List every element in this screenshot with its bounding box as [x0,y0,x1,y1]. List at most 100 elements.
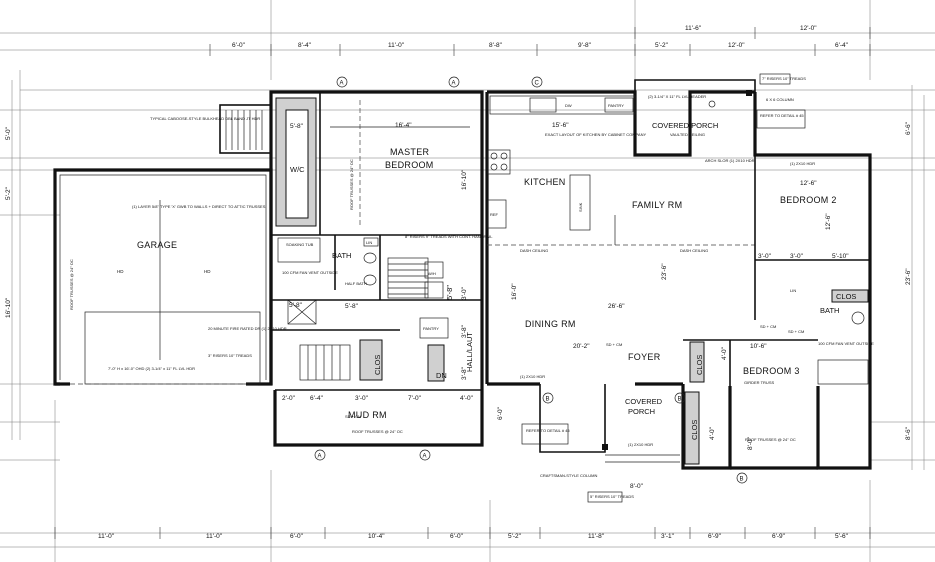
mud-dim-2: 6'-4" [310,395,324,402]
arch-hdr: ARCH SLOR (1) 2X10 HDR [705,158,755,163]
master-label-2: BEDROOM [385,160,434,170]
grid-tag-6: A [423,454,427,460]
kitchen-layout-note: EXACT LAYOUT OF KITCHEN BY CABINET COMPA… [545,132,646,137]
grid-tag-0: A [340,81,344,87]
fire-door-note: 20 MINUTE FIRE RATED DR (1) 2X10 HDR [208,326,287,331]
dim-top-upper-1: 12'-0" [800,25,817,32]
smoke-bed2: SD + CM [760,324,776,329]
risers-front: 5" RISERS 10" TREADS [590,494,634,499]
grid-tags: A A C B B A A B [314,76,748,484]
mud-room-area: 5'-8" MUD RM ROOF TRUSSES @ 24" OC SD + … [271,286,482,434]
half-bath-label: HALF BATH [345,281,367,286]
mud-dim-5: 4'-0" [460,395,474,402]
hall-dim-b3: 3'-0" [790,253,804,260]
porch-hdr: (2) 3-1/4" X 11" FL LVL HEADER [648,94,706,99]
dim-bottom-2: 6'-0" [290,533,304,540]
dim-bottom-0: 11'-0" [98,533,115,540]
dim-left-0: 5'-0" [5,126,12,140]
garage-door-note: 7'-0" H x 16'-0" OHD (2) 3-1/4" x 11" FL… [108,366,195,371]
side-dimensions: 5'-0" 5'-2" 16'-10" 6'-6" 23'-6" 8'-6" [5,121,912,440]
dining-foyer: DINING RM 20'-2" 16'-0" SD + CM FOYER (1… [497,283,661,420]
lin-label: LIN [366,240,372,245]
hall-dim-2: 3'-0" [461,286,468,300]
dim-bottom-5: 5'-2" [508,533,522,540]
pantry2-label: PANTRY [423,326,439,331]
covered-porch-top-label: COVERED PORCH [652,121,718,130]
mud-dim-3: 3'-0" [355,395,369,402]
dim-top-3: 8'-8" [489,42,503,49]
vaulted-note: VAULTED CEILING [670,132,705,137]
dim-top-upper-0: 11'-6" [685,25,702,32]
foyer-h: 6'-0" [497,406,504,420]
smoke-dining: SD + CM [606,342,622,347]
bedroom-2: BEDROOM 2 12'-6" 12'-6" (1) 2X10 HDR CLO… [754,155,874,385]
roof-trusses-mud: ROOF TRUSSES @ 24" OC [352,429,403,434]
dim-top-4: 9'-8" [578,42,592,49]
type-x-note: (1) LAYER 5/8" TYPE 'X' GWB TO WALLS + D… [132,204,266,209]
smoke-bed3: SD + CM [788,329,804,334]
clos-bed3b: CLOS [695,355,704,375]
master-h: 16'-10" [461,169,468,190]
bedroom3-label: BEDROOM 3 [743,366,800,376]
bath-gap-dim: 5'-8" [289,302,303,309]
dim-top-0: 6'-0" [232,42,246,49]
bath2-dim: 5'-10" [832,253,849,260]
clos-dim: 4'-0" [721,346,728,360]
wic-label: W/C [290,165,305,174]
mud-label: MUD RM [348,410,387,420]
bedroom2-label: BEDROOM 2 [780,195,837,205]
family-h: 23'-6" [661,263,668,280]
fan-vent-bath2: 100 CFM FAN VENT OUTSIDE [818,341,874,346]
hall-dim: 3'-8" [461,324,468,338]
risers-top: 7" RISERS 10" TREADS [762,76,806,81]
covered-porch-front: COVERED PORCH REFER TO DETAIL # 45 CRAFT… [521,397,680,503]
fan-vent-master: 100 CFM FAN VENT OUTSIDE [282,270,338,275]
dim-bottom-7: 3'-1" [661,533,675,540]
bed3-h: 8'-0" [747,436,754,450]
garage: GARAGE HD HD ROOF TRUSSES @ 24" OC 7'-0"… [53,168,287,386]
refer-detail-1: REFER TO DETAIL # 45 [760,113,804,118]
bulkhead-stair: TYPICAL CABOOSE-STYLE BULKHEAD DBL BAND … [150,104,272,154]
dim-right-2: 8'-6" [905,426,912,440]
roof-trusses-master: ROOF TRUSSES @ 24" OC [349,159,354,210]
dim-bottom-6: 11'-8" [588,533,605,540]
clos-mud: CLOS [373,355,382,375]
mud-dim-1: 2'-0" [282,395,296,402]
wh-label: W/H [428,271,436,276]
hall-dim-3: 3'-8" [461,366,468,380]
hd-1: HD [117,269,124,274]
dim-left-1: 5'-2" [5,186,12,200]
clos-bed3: CLOS [690,420,699,440]
dim-bottom-4: 6'-0" [450,533,464,540]
kitchen-w: 15'-6" [552,122,569,129]
post-note: 6 X 6 COLUMN [766,97,794,102]
dn-label: DN [436,371,447,380]
family-w: 26'-6" [608,303,625,310]
master-w: 16'-4" [395,122,412,129]
risers-garage-note: 3" RISERS 10" TREADS [208,353,252,358]
bath2-clos: CLOS [836,292,856,301]
hdr-front: (1) 2X10 HDR [520,374,545,379]
dim-right-0: 6'-6" [905,121,912,135]
dim-top-5: 5'-2" [655,42,669,49]
kitchen-label: KITCHEN [524,177,566,187]
foyer-label: FOYER [628,352,661,362]
dash-ceiling-1: DASH CEILING [520,248,548,253]
bath2-label: BATH [820,306,839,315]
dim-bottom-1: 11'-0" [206,533,223,540]
refer-detail-2: REFER TO DETAIL # 45 [526,428,570,433]
dim-top-1: 8'-4" [298,42,312,49]
family-label: FAMILY RM [632,200,682,210]
dim-top-2: 11'-0" [388,42,405,49]
smoke-mud: SD + CM [345,414,361,419]
craftsman-col: CRAFTSMAN-STYLE COLUMN [540,473,597,478]
bed3-w: 10'-6" [750,343,767,350]
master-suite: W/C 5'-8" MASTER BEDROOM 16'-4" 16'-10" … [271,92,493,325]
master-label-1: MASTER [390,147,430,157]
grid-tag-1: A [452,81,456,87]
hall-dim-b2: 3'-0" [758,253,772,260]
island-sink: SINK [578,202,583,212]
grid-tag-3: B [546,397,550,403]
